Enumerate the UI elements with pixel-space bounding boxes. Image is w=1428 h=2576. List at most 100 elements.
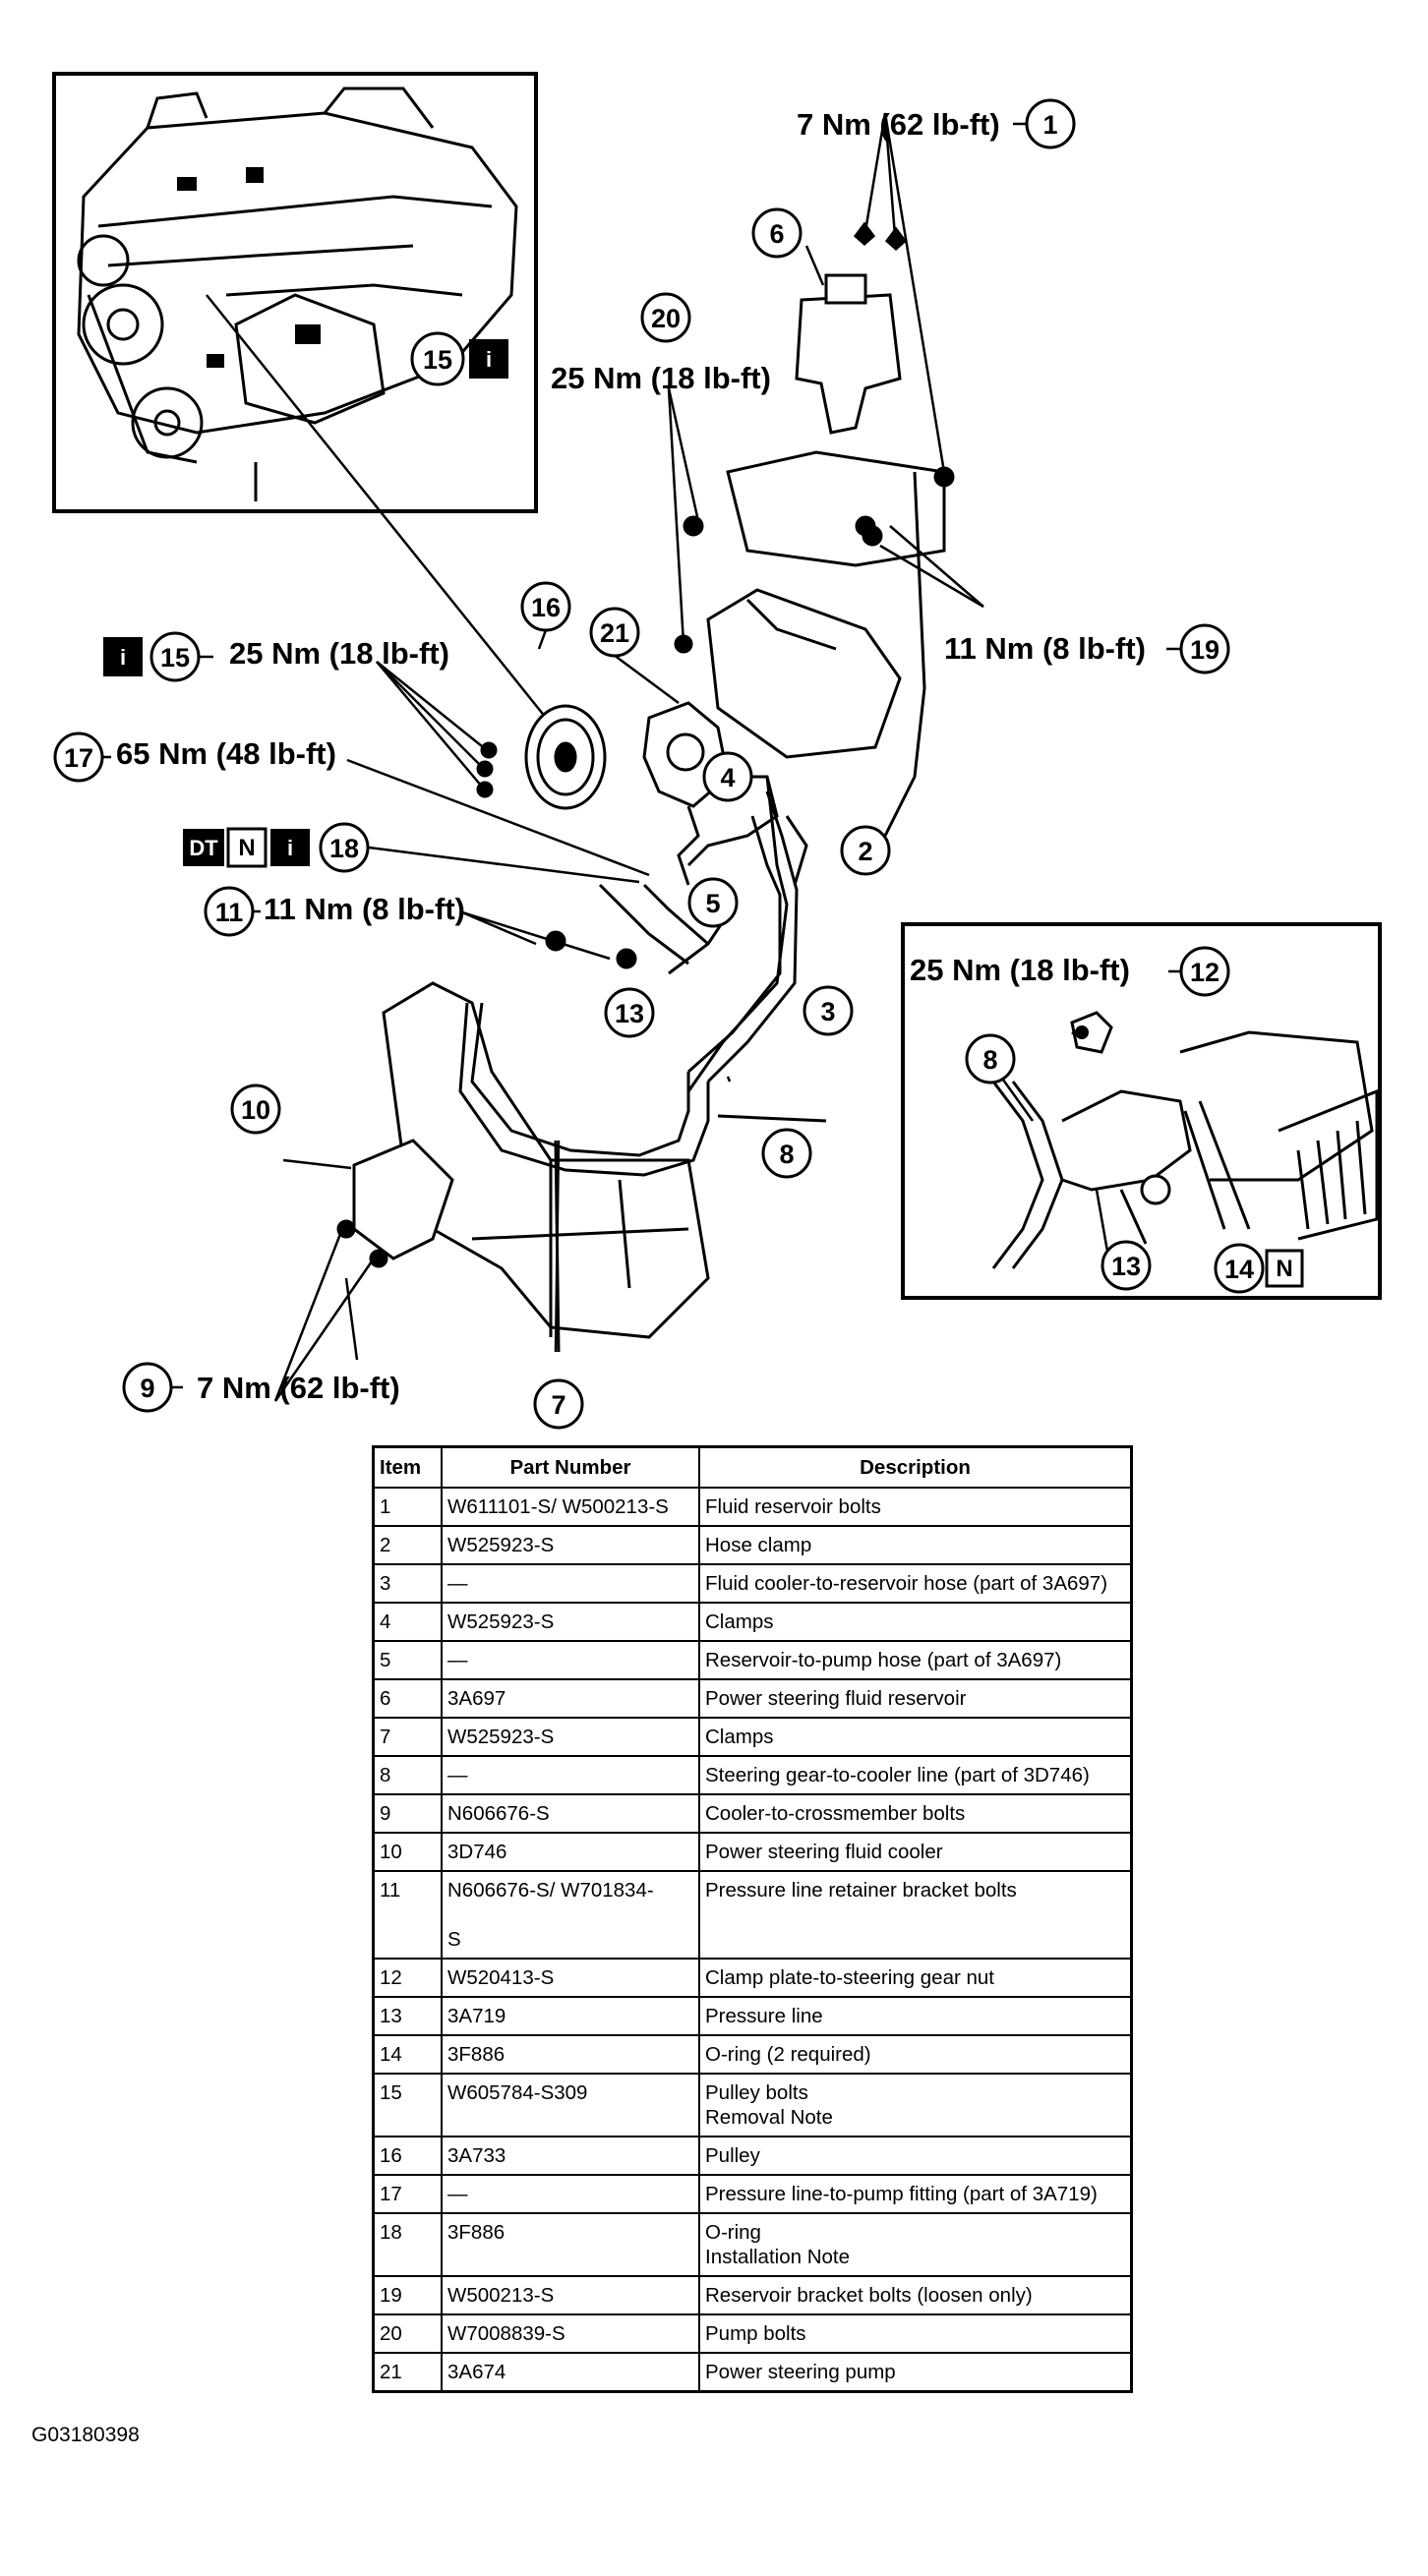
item-cell: 5 (372, 1640, 443, 1680)
part-number-cell: W611101-S/ W500213-S (441, 1487, 700, 1527)
info-badge-15-inset: i (469, 339, 508, 379)
callout-15: 15 (149, 631, 201, 682)
callout-2-label: 2 (858, 837, 872, 866)
new-badge-14: N (1265, 1249, 1304, 1288)
description-cell: Clamps (698, 1717, 1133, 1757)
description-cell: Fluid cooler-to-reservoir hose (part of … (698, 1563, 1133, 1604)
callout-11: 11 (204, 886, 255, 937)
svg-text:N: N (238, 835, 255, 861)
callout-17: 17 (53, 732, 104, 783)
item-cell: 13 (372, 1996, 443, 2036)
parts-table-header: Item Part Number Description (372, 1445, 1133, 1489)
callout-8-inset: 8 (965, 1033, 1016, 1084)
callout-15-label: 15 (160, 643, 190, 673)
svg-text:N: N (1276, 1256, 1292, 1282)
info-badge-18: i (270, 829, 310, 866)
item-cell: 4 (372, 1602, 443, 1642)
part-number-cell: 3D746 (441, 1832, 700, 1872)
callout-7: 7 (533, 1378, 584, 1430)
description-cell: Clamp plate-to-steering gear nut (698, 1958, 1133, 1998)
description-cell: Power steering fluid cooler (698, 1832, 1133, 1872)
table-row: 8—Steering gear-to-cooler line (part of … (372, 1755, 1133, 1795)
part-number-cell: W500213-S (441, 2275, 700, 2315)
pulley (476, 704, 607, 810)
description-cell: Fluid reservoir bolts (698, 1487, 1133, 1527)
callout-1-label: 1 (1042, 110, 1057, 140)
callout-9: 9 (122, 1362, 173, 1413)
description-cell: Power steering fluid reservoir (698, 1678, 1133, 1719)
part-number-cell: N606676-S (441, 1793, 700, 1834)
description-cell: Steering gear-to-cooler line (part of 3D… (698, 1755, 1133, 1795)
item-cell: 10 (372, 1832, 443, 1872)
header-description: Description (698, 1445, 1133, 1489)
torque-1-label: 7 Nm (62 lb-ft) (797, 107, 1000, 142)
item-cell: 19 (372, 2275, 443, 2315)
callout-12: 12 (1179, 946, 1230, 997)
torque-11-label: 11 Nm (8 lb-ft) (264, 892, 465, 926)
part-number-cell: W525923-S (441, 1717, 700, 1757)
callout-21: 21 (589, 607, 640, 658)
description-cell: Cooler-to-crossmember bolts (698, 1793, 1133, 1834)
part-number-cell: — (441, 1640, 700, 1680)
callout-3-label: 3 (820, 997, 835, 1026)
part-number-cell: — (441, 1563, 700, 1604)
callout-15-inset: 15 (410, 331, 465, 386)
svg-text:i: i (287, 836, 293, 860)
callout-4: 4 (702, 751, 753, 802)
callout-16: 16 (520, 581, 571, 632)
callout-13-inset-label: 13 (1111, 1252, 1141, 1281)
callout-17-label: 17 (64, 743, 93, 773)
item-cell: 8 (372, 1755, 443, 1795)
description-cell: Power steering pump (698, 2352, 1133, 2393)
description-cell: Reservoir-to-pump hose (part of 3A697) (698, 1640, 1133, 1680)
part-number-cell: 3A733 (441, 2136, 700, 2176)
callout-16-label: 16 (531, 593, 561, 622)
item-cell: 12 (372, 1958, 443, 1998)
description-cell: O-ring (2 required) (698, 2034, 1133, 2075)
header-part-number: Part Number (441, 1445, 700, 1489)
callout-13: 13 (604, 987, 655, 1038)
callout-13-inset: 13 (1101, 1240, 1152, 1291)
part-number-cell: W525923-S (441, 1602, 700, 1642)
gear-inset (901, 922, 1382, 1300)
description-cell: Pressure line-to-pump fitting (part of 3… (698, 2174, 1133, 2214)
item-cell: 14 (372, 2034, 443, 2075)
description-cell: Hose clamp (698, 1525, 1133, 1565)
callout-3: 3 (803, 985, 854, 1036)
callout-20-label: 20 (651, 304, 681, 333)
item-cell: 9 (372, 1793, 443, 1834)
callout-8: 8 (761, 1128, 812, 1179)
table-row: 3—Fluid cooler-to-reservoir hose (part o… (372, 1563, 1133, 1604)
item-cell: 1 (372, 1487, 443, 1527)
callout-13-label: 13 (615, 999, 644, 1028)
callout-21-label: 21 (600, 618, 629, 648)
item-cell: 16 (372, 2136, 443, 2176)
callout-14: 14 (1214, 1243, 1265, 1294)
figure-code: G03180398 (31, 2424, 140, 2446)
new-badge-18: N (226, 827, 268, 868)
description-cell: Pressure line (698, 1996, 1133, 2036)
item-cell: 2 (372, 1525, 443, 1565)
torque-19-label: 11 Nm (8 lb-ft) (944, 631, 1146, 666)
item-cell: 3 (372, 1563, 443, 1604)
item-cell: 11 (372, 1870, 443, 1960)
torque-9-label: 7 Nm (62 lb-ft) (197, 1371, 400, 1405)
callout-20: 20 (640, 292, 691, 343)
part-number-cell: 3F886 (441, 2212, 700, 2277)
callout-9-label: 9 (140, 1374, 154, 1403)
description-cell: Pressure line retainer bracket bolts (698, 1870, 1133, 1960)
item-cell: 7 (372, 1717, 443, 1757)
part-number-cell: W7008839-S (441, 2313, 700, 2354)
description-cell: Reservoir bracket bolts (loosen only) (698, 2275, 1133, 2315)
